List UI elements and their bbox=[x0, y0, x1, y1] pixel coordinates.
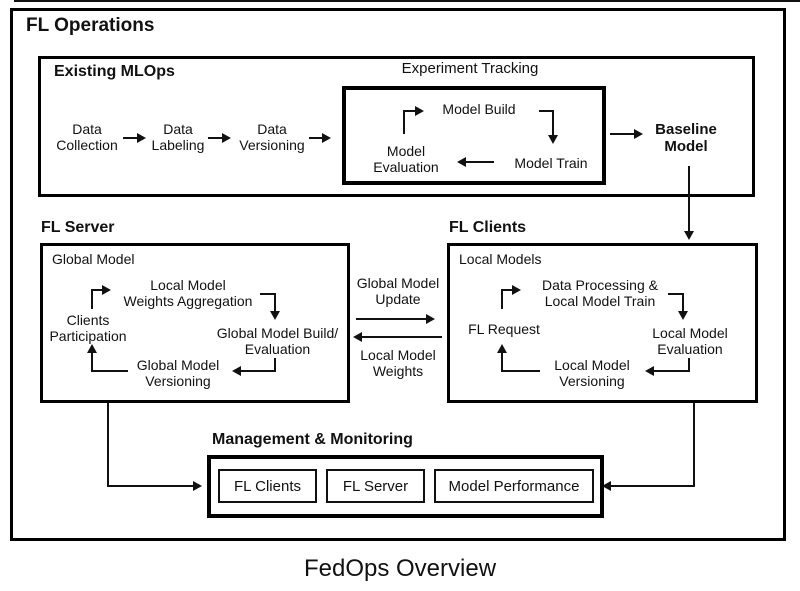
arrow-participation-to-aggregation-vline bbox=[91, 289, 93, 309]
arrow-participation-to-aggregation-hline bbox=[91, 289, 104, 291]
arrow-buildeval-to-versioning-vline bbox=[274, 358, 276, 372]
arrow-collection-to-labeling-head bbox=[137, 133, 146, 143]
node-weights-aggregation: Local Model Weights Aggregation bbox=[123, 277, 253, 309]
arrow-evaluation-to-versioning-hline bbox=[653, 370, 690, 372]
panel-fl-clients-label: FL Clients bbox=[234, 477, 301, 495]
arrow-participation-to-aggregation-head bbox=[102, 285, 111, 295]
arrow-baseline-to-clients-head bbox=[684, 231, 694, 240]
arrow-labeling-to-versioning-line bbox=[208, 137, 223, 139]
panel-fl-server-label: FL Server bbox=[342, 477, 409, 495]
arrow-request-to-processing-vline bbox=[501, 289, 503, 309]
arrow-build-to-train-head bbox=[548, 135, 558, 144]
node-global-model-versioning: Global Model Versioning bbox=[136, 357, 220, 389]
arrow-aggregation-to-buildeval-hline bbox=[260, 293, 276, 295]
node-clients-participation: Clients Participation bbox=[49, 312, 127, 344]
connector-server-to-monitoring-head bbox=[193, 481, 202, 491]
arrow-train-to-eval-head bbox=[457, 157, 466, 167]
arrow-versioning-to-experiment-line bbox=[309, 137, 323, 139]
node-data-processing-train: Data Processing & Local Model Train bbox=[542, 277, 658, 309]
arrow-versioning-to-request-head bbox=[497, 344, 507, 353]
panel-model-performance: Model Performance bbox=[434, 469, 594, 503]
existing-mlops-box bbox=[38, 56, 755, 197]
diagram-caption: FedOps Overview bbox=[303, 555, 497, 582]
node-data-collection: Data Collection bbox=[56, 121, 118, 153]
arrow-processing-to-evaluation-hline bbox=[668, 293, 684, 295]
node-data-versioning: Data Versioning bbox=[239, 121, 305, 153]
connector-server-to-monitoring-hline bbox=[107, 485, 195, 487]
arrow-buildeval-to-versioning-hline bbox=[240, 370, 276, 372]
arrow-eval-to-build-vline bbox=[403, 110, 405, 134]
arrow-evaluation-to-versioning-head bbox=[645, 366, 654, 376]
global-model-update-label: Global Model Update bbox=[356, 275, 440, 307]
arrow-versioning-to-request-hline bbox=[501, 370, 540, 372]
panel-fl-clients: FL Clients bbox=[218, 469, 317, 503]
arrow-processing-to-evaluation-head bbox=[678, 311, 688, 320]
arrow-buildeval-to-versioning-head bbox=[232, 366, 241, 376]
arrow-build-to-train-hline bbox=[539, 110, 554, 112]
page-top-border-line bbox=[14, 0, 800, 2]
node-baseline-model: Baseline Model bbox=[655, 121, 717, 155]
fl-clients-title: FL Clients bbox=[449, 219, 527, 236]
connector-clients-to-monitoring-hline bbox=[611, 485, 695, 487]
node-model-train: Model Train bbox=[514, 155, 588, 171]
fl-server-title: FL Server bbox=[41, 219, 115, 236]
node-model-build: Model Build bbox=[442, 101, 516, 117]
arrow-aggregation-to-buildeval-head bbox=[270, 311, 280, 320]
node-local-model-versioning: Local Model Versioning bbox=[554, 357, 630, 389]
arrow-experiment-to-baseline-line bbox=[610, 133, 636, 135]
fl-clients-box bbox=[447, 243, 758, 403]
arrow-build-to-train-vline bbox=[552, 110, 554, 136]
arrow-weights-line bbox=[362, 336, 442, 338]
panel-fl-server: FL Server bbox=[326, 469, 425, 503]
arrow-request-to-processing-head bbox=[512, 285, 521, 295]
node-model-evaluation: Model Evaluation bbox=[373, 143, 439, 175]
arrow-update-head bbox=[426, 314, 435, 324]
global-model-label: Global Model bbox=[52, 251, 135, 267]
arrow-evaluation-to-versioning-vline bbox=[688, 358, 690, 372]
connector-clients-to-monitoring-vline bbox=[693, 403, 695, 487]
node-local-model-evaluation: Local Model Evaluation bbox=[652, 325, 728, 357]
arrow-eval-to-build-head bbox=[415, 106, 424, 116]
arrow-baseline-to-clients-vline bbox=[688, 166, 690, 232]
node-global-model-build-eval: Global Model Build/ Evaluation bbox=[216, 325, 339, 357]
connector-server-to-monitoring-vline bbox=[107, 403, 109, 487]
arrow-request-to-processing-hline bbox=[501, 289, 514, 291]
arrow-versioning-to-participation-head bbox=[87, 344, 97, 353]
arrow-eval-to-build-hline bbox=[403, 110, 416, 112]
arrow-versioning-to-participation-hline bbox=[91, 370, 128, 372]
arrow-train-to-eval-line bbox=[466, 161, 494, 163]
arrow-weights-head bbox=[353, 332, 362, 342]
arrow-aggregation-to-buildeval-vline bbox=[274, 293, 276, 313]
arrow-versioning-to-experiment-head bbox=[322, 133, 331, 143]
arrow-processing-to-evaluation-vline bbox=[682, 293, 684, 313]
fl-server-box bbox=[40, 243, 350, 403]
arrow-labeling-to-versioning-head bbox=[222, 133, 231, 143]
arrow-update-line bbox=[356, 318, 427, 320]
fl-operations-box bbox=[10, 8, 786, 541]
local-models-label: Local Models bbox=[459, 251, 542, 267]
node-data-labeling: Data Labeling bbox=[151, 121, 205, 153]
arrow-versioning-to-request-vline bbox=[501, 352, 503, 372]
existing-mlops-title: Existing MLOps bbox=[54, 63, 175, 80]
arrow-experiment-to-baseline-head bbox=[634, 129, 643, 139]
arrow-versioning-to-participation-vline bbox=[91, 352, 93, 372]
arrow-collection-to-labeling-line bbox=[123, 137, 138, 139]
local-model-weights-label: Local Model Weights bbox=[360, 347, 436, 379]
management-monitoring-title: Management & Monitoring bbox=[212, 431, 413, 448]
panel-model-performance-label: Model Performance bbox=[448, 477, 580, 495]
experiment-tracking-label: Experiment Tracking bbox=[401, 60, 539, 77]
connector-clients-to-monitoring-head bbox=[602, 481, 611, 491]
fl-operations-title: FL Operations bbox=[26, 15, 155, 36]
node-fl-request: FL Request bbox=[468, 321, 540, 337]
experiment-tracking-box bbox=[342, 86, 606, 185]
